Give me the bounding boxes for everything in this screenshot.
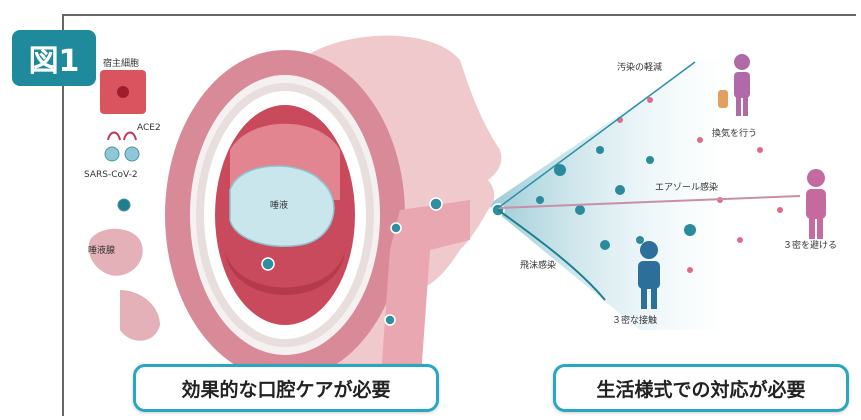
caption-lifestyle: 生活様式での対応が必要 — [553, 364, 849, 412]
label-saliva: 唾液 — [270, 201, 289, 211]
label-aerosol: エアゾール感染 — [655, 183, 719, 193]
label-ace2: ACE2 — [137, 123, 161, 133]
figure-frame — [62, 14, 856, 416]
droplet-curve — [497, 209, 606, 301]
spray-bottle-icon — [718, 90, 728, 108]
person-ventilation-icon — [734, 54, 750, 116]
salivary-gland-shape — [88, 228, 160, 341]
contamination-line — [497, 61, 696, 209]
label-close-contact: ３密な接触 — [612, 316, 658, 326]
figure-badge: 図1 — [12, 30, 96, 86]
person-contact-icon — [638, 241, 660, 309]
person-avoid-icon — [806, 169, 826, 239]
virus-icons — [104, 146, 140, 212]
label-salivary-gland: 唾液腺 — [88, 246, 116, 256]
label-avoid-3c: ３密を避ける — [783, 241, 838, 251]
aerosol-particles — [536, 146, 696, 250]
label-ventilation: 換気を行う — [712, 129, 758, 139]
aerosol-cone — [488, 60, 720, 330]
virus-particles-mouth — [261, 197, 505, 326]
tongue — [225, 250, 345, 295]
aerosol-line — [497, 195, 801, 209]
saliva-blob — [229, 165, 335, 247]
label-contamination: 汚染の軽減 — [617, 63, 663, 73]
label-droplet: 飛沫感染 — [520, 261, 557, 271]
throat — [380, 200, 470, 390]
ace2-receptor — [107, 131, 137, 141]
pink-particles — [617, 97, 783, 273]
label-host-cell: 宿主細胞 — [103, 59, 140, 69]
label-virus: SARS-CoV-2 — [84, 170, 138, 180]
caption-oral-care: 効果的な口腔ケアが必要 — [133, 364, 439, 412]
